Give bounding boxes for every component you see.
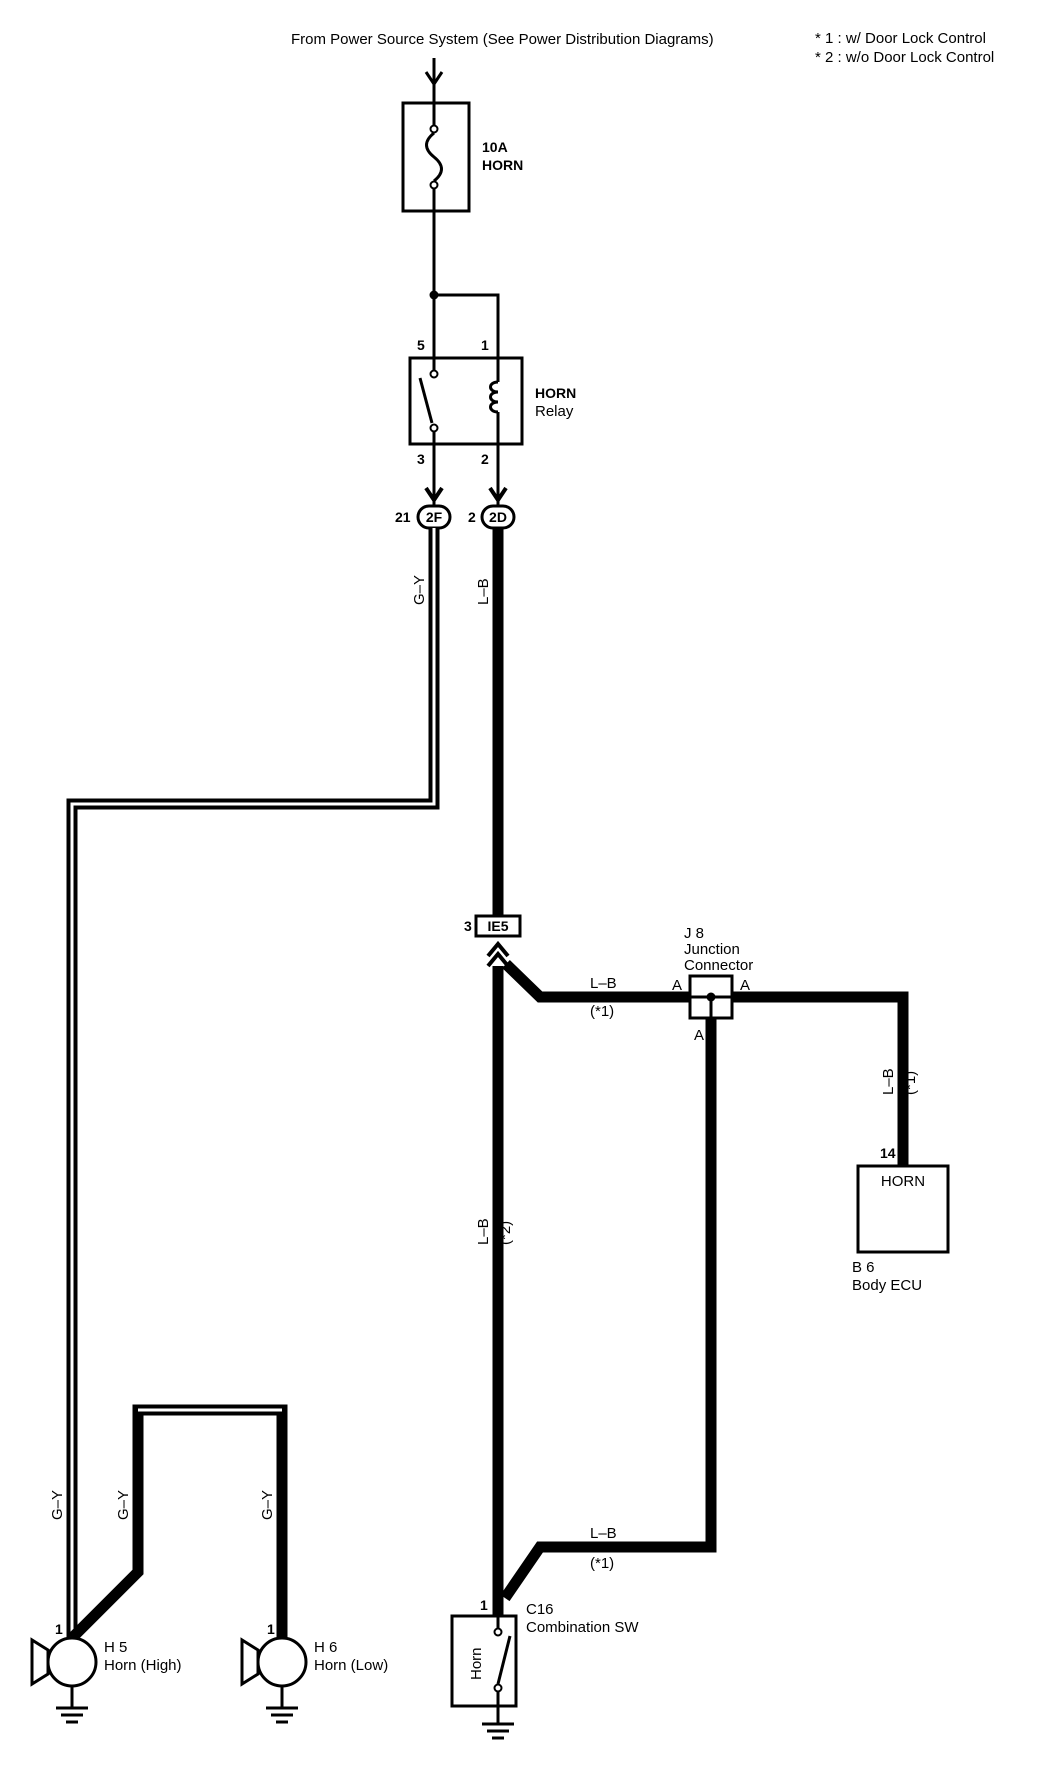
fuse-element-icon bbox=[425, 131, 443, 183]
connector-ie5-id: IE5 bbox=[487, 918, 508, 934]
wire-label-lb-junction: L–B bbox=[590, 975, 617, 992]
horn-high-icon bbox=[30, 1636, 98, 1724]
horn-high-code: H 5 bbox=[104, 1639, 127, 1656]
fuse-10a-horn bbox=[401, 101, 471, 213]
fuse-rating: 10A bbox=[482, 139, 508, 155]
horn-low-name: Horn (Low) bbox=[314, 1657, 388, 1674]
junction-line2: Connector bbox=[684, 957, 753, 974]
wire-label-gy-h5-a: G–Y bbox=[49, 1490, 66, 1520]
wire-label-opt2: (*2) bbox=[497, 1221, 514, 1245]
wire-label-gy-h5-b: G–Y bbox=[115, 1490, 132, 1520]
horn-switch-icon bbox=[496, 1635, 512, 1685]
junction-pin-a-left: A bbox=[672, 977, 682, 994]
junction-code: J 8 bbox=[684, 925, 704, 942]
relay-pin-1: 1 bbox=[481, 337, 489, 353]
wire-l-b-ie5-junction bbox=[502, 960, 690, 1003]
ecu-pin: 14 bbox=[880, 1145, 896, 1161]
body-ecu: HORN bbox=[856, 1164, 950, 1254]
wire-g-y-horn-link bbox=[68, 1404, 288, 1642]
wire-label-lb-ecu: L–B bbox=[880, 1068, 897, 1095]
ecu-code: B 6 bbox=[852, 1259, 875, 1276]
wire-label-opt1-switch: (*1) bbox=[590, 1555, 614, 1572]
wire-g-y-main bbox=[66, 528, 440, 1638]
relay-name: HORN bbox=[535, 385, 576, 401]
relay-type: Relay bbox=[535, 403, 574, 420]
ecu-name: Body ECU bbox=[852, 1277, 922, 1294]
wire-l-b-junction-switch bbox=[500, 1018, 717, 1602]
horn-high-name: Horn (High) bbox=[104, 1657, 182, 1674]
relay-output-wires bbox=[424, 444, 508, 505]
junction-pin-a-bottom: A bbox=[694, 1027, 704, 1044]
junction-pin-a-right: A bbox=[740, 977, 750, 994]
connector-2f: 2F bbox=[416, 504, 452, 530]
switch-ground-icon bbox=[482, 1706, 514, 1740]
wire-label-lb-switch: L–B bbox=[590, 1525, 617, 1542]
connector-2f-pin: 21 bbox=[395, 509, 411, 525]
switch-name: Combination SW bbox=[526, 1619, 639, 1636]
fuse-name: HORN bbox=[482, 157, 523, 173]
connector-2d: 2D bbox=[480, 504, 516, 530]
note-2: * 2 : w/o Door Lock Control bbox=[815, 49, 994, 66]
relay-pin-2: 2 bbox=[481, 451, 489, 467]
connector-ie5-pin: 3 bbox=[464, 918, 472, 934]
combination-switch: Horn bbox=[450, 1614, 518, 1708]
connector-2f-id: 2F bbox=[426, 509, 443, 525]
wire-label-lb-2d: L–B bbox=[475, 578, 492, 605]
horn-relay bbox=[408, 356, 524, 446]
note-1: * 1 : w/ Door Lock Control bbox=[815, 30, 986, 47]
relay-pin-5: 5 bbox=[417, 337, 425, 353]
relay-coil-icon bbox=[489, 380, 499, 414]
connector-2d-pin: 2 bbox=[468, 509, 476, 525]
wire-label-lb-ie5: L–B bbox=[475, 1218, 492, 1245]
relay-switch-icon bbox=[418, 377, 434, 424]
wire-label-opt1-junction: (*1) bbox=[590, 1003, 614, 1020]
horn-high-pin: 1 bbox=[55, 1621, 63, 1637]
ecu-terminal: HORN bbox=[881, 1173, 925, 1190]
switch-code: C16 bbox=[526, 1601, 554, 1618]
horn-low-code: H 6 bbox=[314, 1639, 337, 1656]
connector-2d-id: 2D bbox=[489, 509, 507, 525]
power-source-label: From Power Source System (See Power Dist… bbox=[291, 31, 714, 48]
junction-connector-j8 bbox=[688, 974, 734, 1020]
connector-ie5: IE5 bbox=[474, 914, 522, 968]
switch-contact-label: Horn bbox=[468, 1647, 485, 1680]
power-input-arrow bbox=[424, 58, 444, 103]
horn-low-pin: 1 bbox=[267, 1621, 275, 1637]
wire-l-b-junction-ecu bbox=[732, 991, 909, 1166]
junction-line1: Junction bbox=[684, 941, 740, 958]
wire-label-gy-h6: G–Y bbox=[259, 1490, 276, 1520]
fuse-to-relay-wire bbox=[429, 211, 500, 358]
wire-label-opt1-ecu: (*1) bbox=[902, 1071, 919, 1095]
horn-low-icon bbox=[240, 1636, 308, 1724]
wire-label-gy-2f: G–Y bbox=[411, 575, 428, 605]
switch-pin: 1 bbox=[480, 1597, 488, 1613]
relay-pin-3: 3 bbox=[417, 451, 425, 467]
